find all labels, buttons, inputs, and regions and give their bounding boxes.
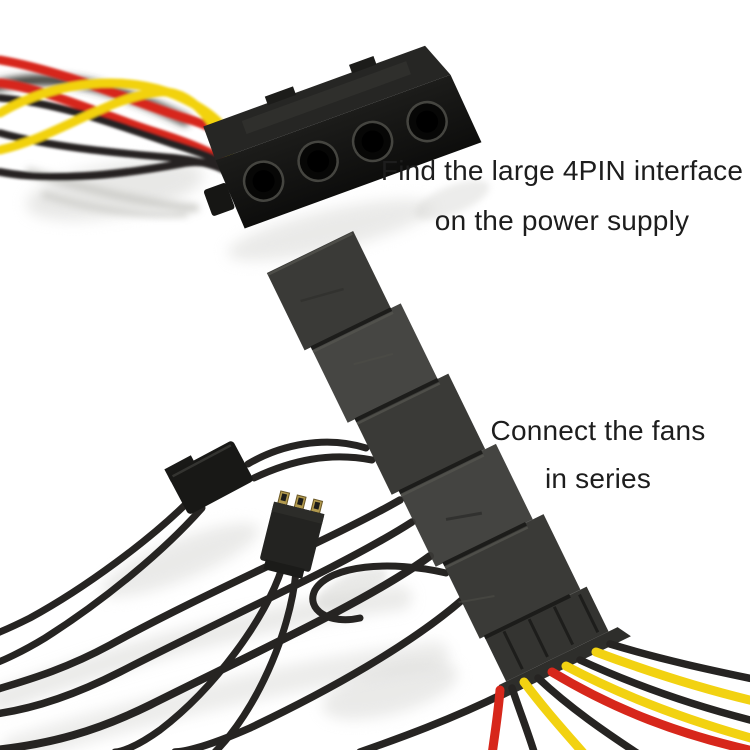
molex-4pin-connector (203, 45, 482, 229)
yellow-wire (561, 661, 750, 743)
female-connector-highlight (172, 444, 232, 478)
molex-socket-bore (252, 170, 275, 193)
small-fan-connector-male-3pin (260, 490, 325, 579)
yellow-wire (519, 677, 587, 750)
black-wire (606, 640, 750, 683)
male-connector-base (263, 559, 305, 579)
gold-pin-slot (280, 493, 288, 502)
molex-latch-tab (203, 183, 235, 216)
shadow-under-molex (227, 199, 433, 261)
chain-seams (310, 307, 571, 640)
chain-surface-marks (300, 287, 495, 604)
molex-socket-bore (307, 150, 330, 173)
small-fan-connector-female (164, 441, 253, 514)
red-wire (488, 685, 505, 750)
black-wire-to-female-connector (250, 453, 376, 482)
chain-edge-highlights (267, 232, 529, 569)
black-wire-sweep (356, 689, 509, 750)
male-connector-top-edge (271, 501, 325, 524)
fan-connector-chain (266, 230, 631, 702)
molex-socket-bore (416, 110, 439, 133)
blurred-background-wire (41, 191, 189, 218)
yellow-wire (591, 647, 750, 705)
shadow-under-small-connectors (100, 523, 260, 597)
black-wire (576, 656, 750, 724)
molex-top-bump (349, 56, 377, 74)
black-wire-loop (309, 562, 450, 624)
gold-pin-slot (297, 497, 304, 506)
chain-end-grooves (502, 593, 600, 670)
black-wire (508, 684, 538, 750)
black-wire-sweep (0, 552, 434, 750)
female-connector-body (168, 441, 253, 514)
black-fan-wires (0, 438, 509, 750)
molex-top-bump (264, 86, 297, 106)
molex-top-ridge (241, 61, 411, 135)
shadow-under-chain-bottom (322, 660, 458, 720)
black-wire-sweep (0, 518, 416, 718)
red-wire (547, 667, 750, 750)
black-wire-to-female-connector (244, 438, 370, 468)
fan-connector-block (442, 514, 581, 639)
molex-socket-holes (242, 100, 448, 202)
psu-output-wires (488, 640, 750, 750)
shadow-under-molex-tip (414, 180, 490, 220)
black-wire-from-female (0, 496, 194, 636)
black-wire-sweep (0, 496, 404, 693)
black-wire-from-male (112, 564, 286, 750)
molex-socket-bore (361, 130, 384, 153)
gold-pin-slot (313, 501, 321, 510)
fan-connector-block (398, 443, 533, 567)
black-wire-sweep (171, 596, 466, 750)
black-wire (534, 674, 640, 750)
black-wire-from-male (212, 568, 300, 750)
black-wire-from-female (0, 504, 206, 666)
